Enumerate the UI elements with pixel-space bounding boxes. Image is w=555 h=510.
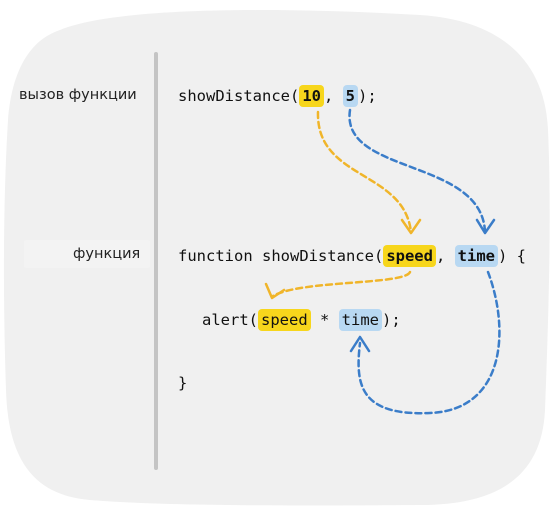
arrowhead-param-speed: [400, 218, 422, 235]
param-speed: speed: [383, 245, 436, 267]
label-function: функция: [73, 246, 141, 262]
alert-prefix: alert(: [202, 311, 258, 329]
label-function-background: [24, 240, 150, 268]
call-prefix: showDistance(: [178, 87, 300, 105]
code-line-close: }: [178, 374, 188, 392]
arrow-param-to-use-speed: [271, 270, 412, 298]
code-line-function: function showDistance(speed, time) {: [178, 245, 526, 267]
param-time: time: [454, 245, 498, 267]
func-separator: ,: [435, 247, 455, 265]
arrowhead-use-time: [349, 335, 371, 353]
vertical-divider: [154, 52, 158, 470]
arrow-param-to-use-time: [357, 270, 501, 415]
call-arg-time: 5: [342, 85, 359, 107]
arrowhead-use-speed: [264, 282, 286, 300]
func-suffix: ) {: [497, 247, 526, 265]
arrowhead-param-time: [475, 218, 496, 235]
alert-suffix: );: [382, 311, 401, 329]
call-suffix: );: [358, 87, 377, 105]
arrow-arg-to-param-time: [348, 108, 487, 234]
call-separator: ,: [324, 87, 343, 105]
call-arg-speed: 10: [299, 85, 324, 107]
label-function-call: вызов функции: [19, 87, 137, 103]
code-line-alert: alert(speed * time);: [202, 309, 401, 331]
alert-operator: *: [310, 311, 339, 329]
arrow-arg-to-param-speed: [316, 110, 413, 234]
alert-use-speed: speed: [258, 309, 311, 331]
code-line-call: showDistance(10, 5);: [178, 85, 377, 107]
alert-use-time: time: [338, 309, 382, 331]
func-prefix: function showDistance(: [178, 247, 384, 265]
